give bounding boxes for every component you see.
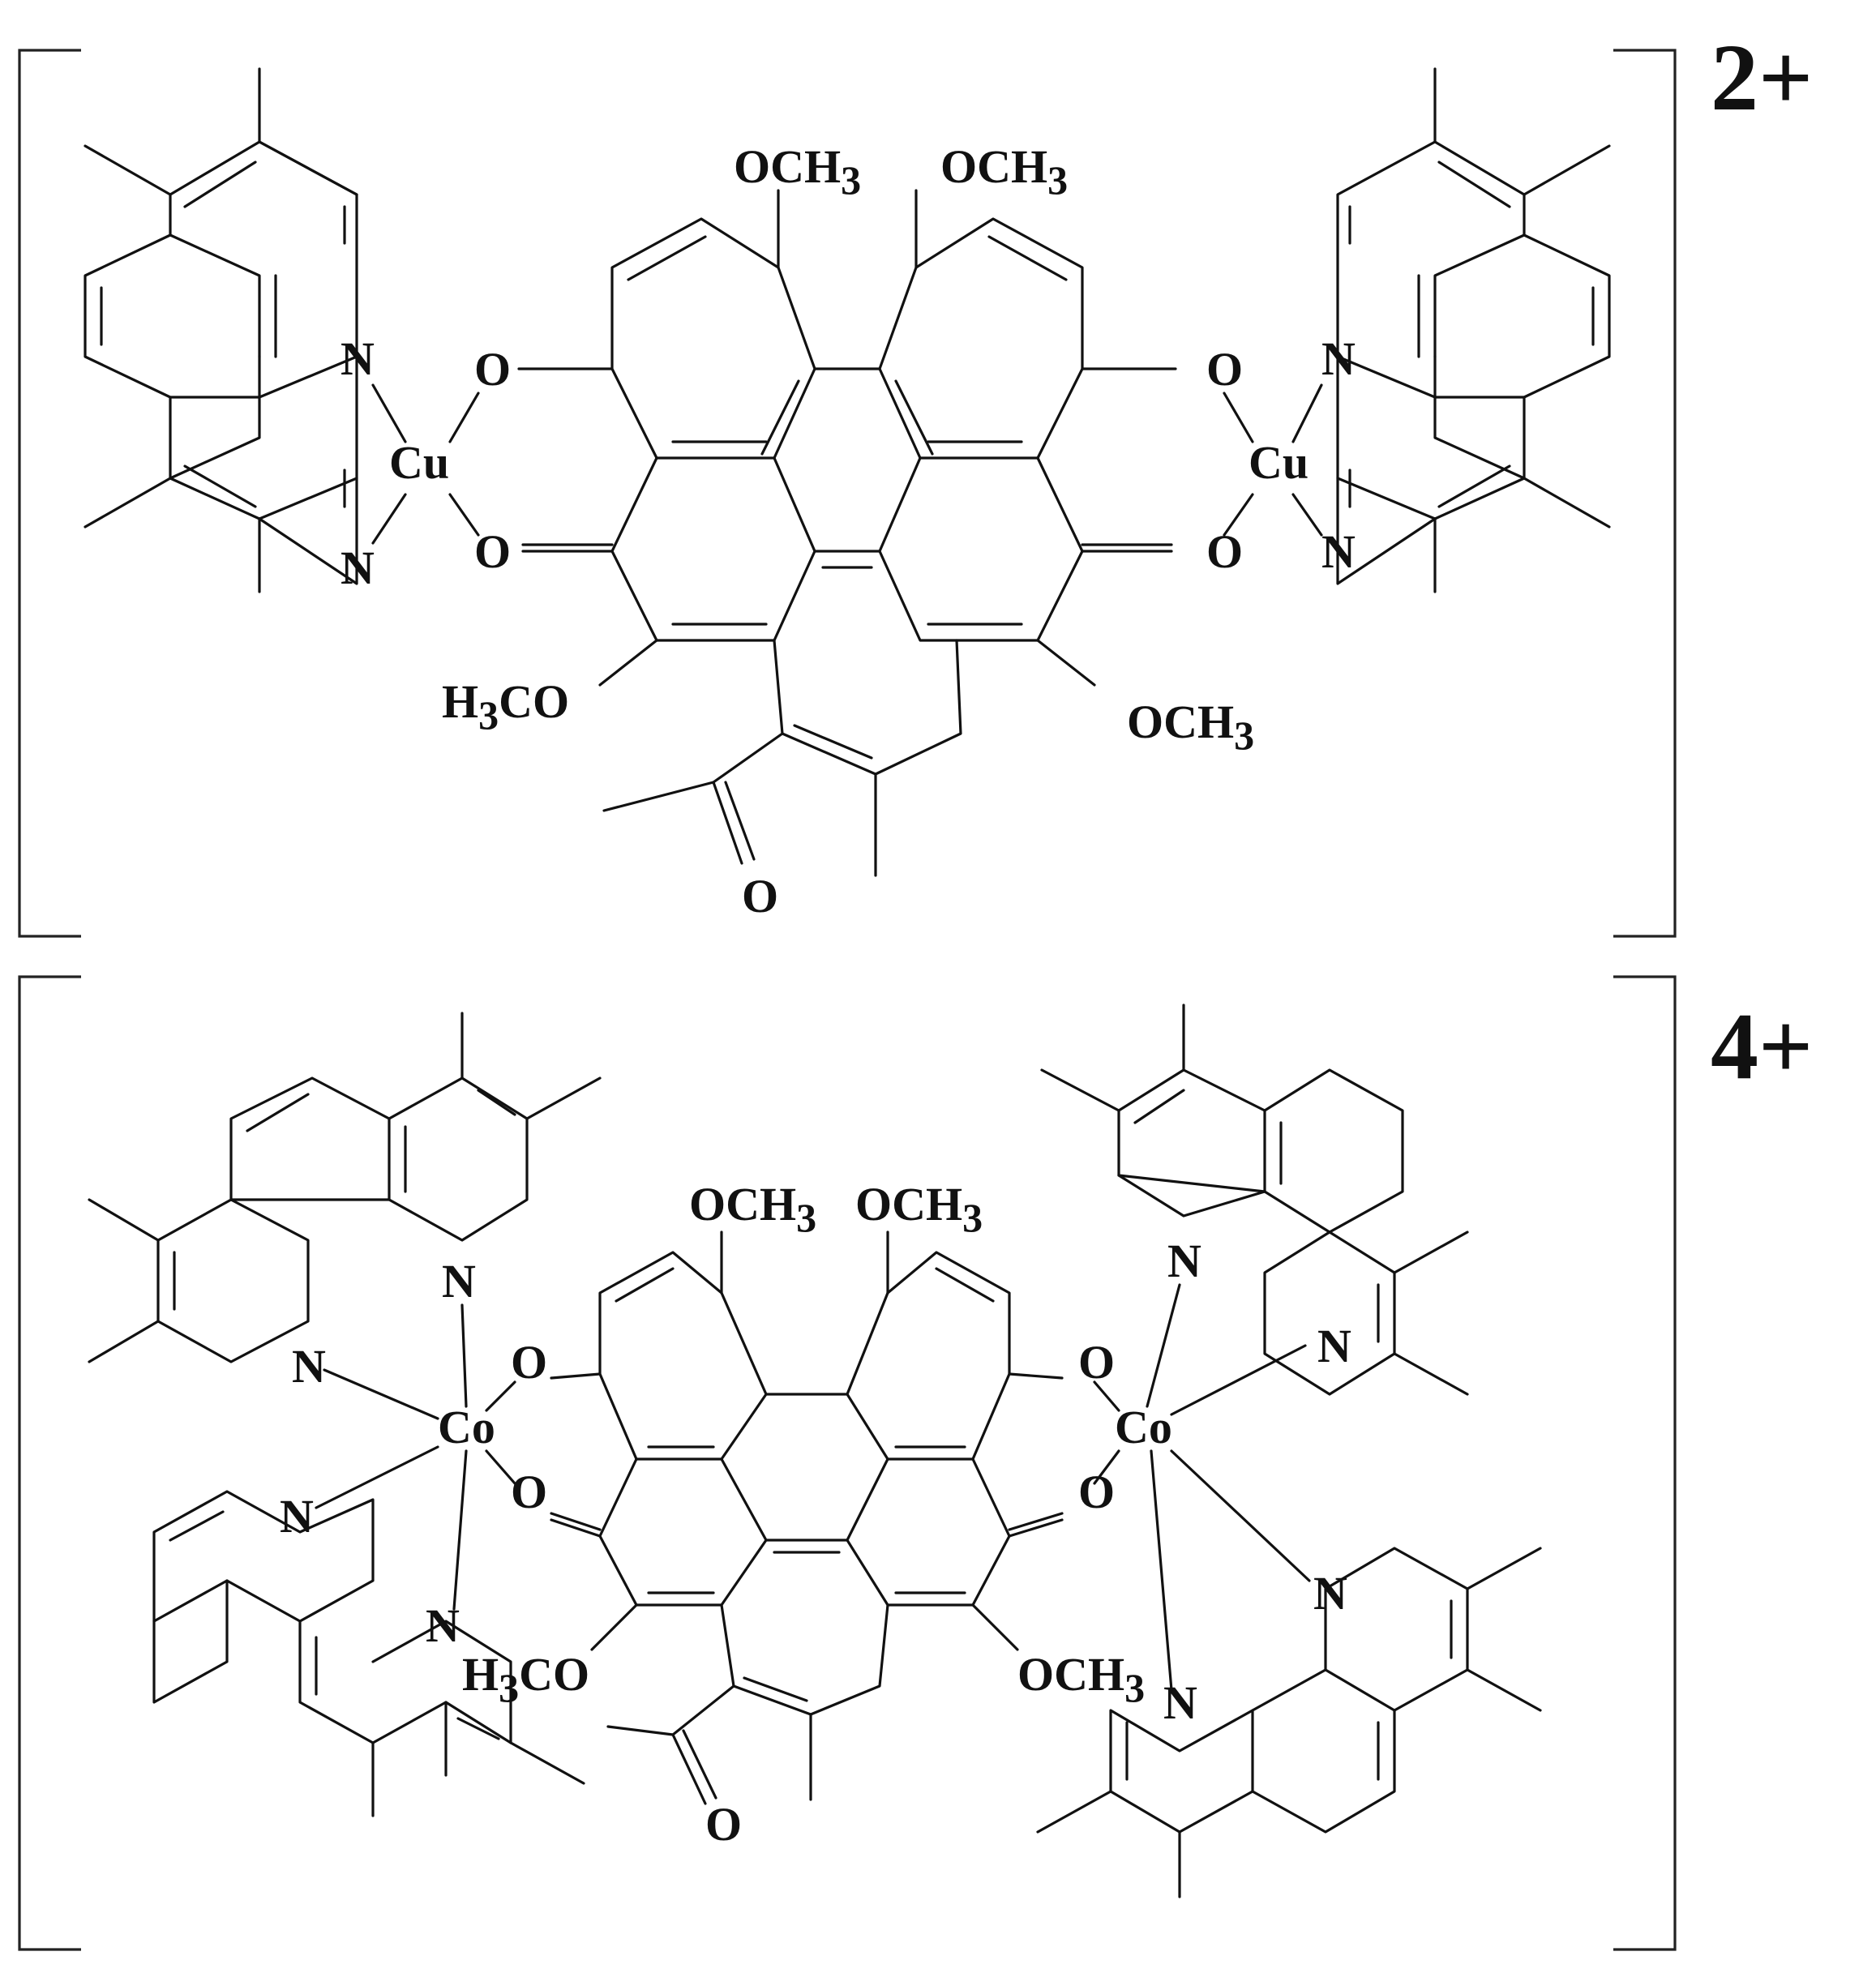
n-label-tr2: N — [1321, 525, 1356, 578]
metal-label-bottom-right: Co — [1115, 1401, 1172, 1453]
coord-bonds-top-left — [371, 383, 480, 545]
complex-top: 2+ N N Cu — [18, 24, 1813, 938]
charge-label-top: 2+ — [1711, 24, 1813, 131]
ligand-top-left — [84, 67, 358, 593]
o-label-tr2: O — [1206, 525, 1243, 578]
bracket-top-left — [18, 49, 81, 938]
bracket-bottom-right — [1613, 975, 1677, 1951]
ligand-bottom-lower-left — [152, 1490, 585, 1817]
n-label-blr2: N — [1163, 1676, 1197, 1729]
h3co-label-bottom: H3CO — [462, 1648, 589, 1710]
och3-label-top-1: OCH3 — [734, 140, 861, 203]
ligand-bottom-lower-right — [1036, 1547, 1542, 1898]
n-label-bul2: N — [292, 1340, 326, 1393]
coord-bonds-bottom-left — [315, 1303, 516, 1611]
och3-label-top-2: OCH3 — [940, 140, 1068, 203]
n-label-tr1: N — [1321, 332, 1356, 385]
core-bottom — [550, 1230, 1064, 1805]
ligand-top-right — [1336, 67, 1611, 593]
n-label-blr1: N — [1313, 1567, 1347, 1620]
bracket-bottom-left — [18, 975, 81, 1951]
o-label-br1: O — [1078, 1336, 1115, 1389]
n-label-bul1: N — [442, 1255, 476, 1307]
charge-label-bottom: 4+ — [1711, 993, 1813, 1099]
n-label-bur1: N — [1167, 1235, 1201, 1287]
och3-label-top-3: OCH3 — [1127, 695, 1254, 758]
n-label-bll1: N — [280, 1490, 314, 1543]
ligand-bottom-upper-left — [88, 1012, 602, 1363]
o-label-bl1: O — [511, 1336, 547, 1389]
o-label-tr1: O — [1206, 343, 1243, 396]
och3-label-bottom-3: OCH3 — [1017, 1648, 1145, 1710]
och3-label-bottom-1: OCH3 — [689, 1178, 816, 1240]
coord-bonds-top-right — [1223, 383, 1323, 537]
o-label-tl2: O — [474, 525, 511, 578]
metal-label-top-left: Cu — [389, 436, 449, 489]
n-label-bur2: N — [1317, 1320, 1351, 1372]
o-label-bottom-ketone: O — [705, 1798, 742, 1851]
complex-bottom: 4+ N N N N — [18, 975, 1813, 1951]
n-label-tl1: N — [341, 332, 375, 385]
core-top — [517, 189, 1177, 877]
coord-bonds-bottom-right — [1093, 1283, 1311, 1692]
o-label-bl2: O — [511, 1466, 547, 1518]
och3-label-bottom-2: OCH3 — [855, 1178, 983, 1240]
metal-label-top-right: Cu — [1249, 436, 1308, 489]
ligand-bottom-upper-right — [1040, 1004, 1469, 1396]
o-label-br2: O — [1078, 1466, 1115, 1518]
o-label-tl1: O — [474, 343, 511, 396]
n-label-tl2: N — [341, 541, 375, 594]
bracket-top-right — [1613, 49, 1677, 938]
h3co-label-top: H3CO — [442, 675, 569, 738]
o-label-top-ketone: O — [742, 870, 778, 922]
